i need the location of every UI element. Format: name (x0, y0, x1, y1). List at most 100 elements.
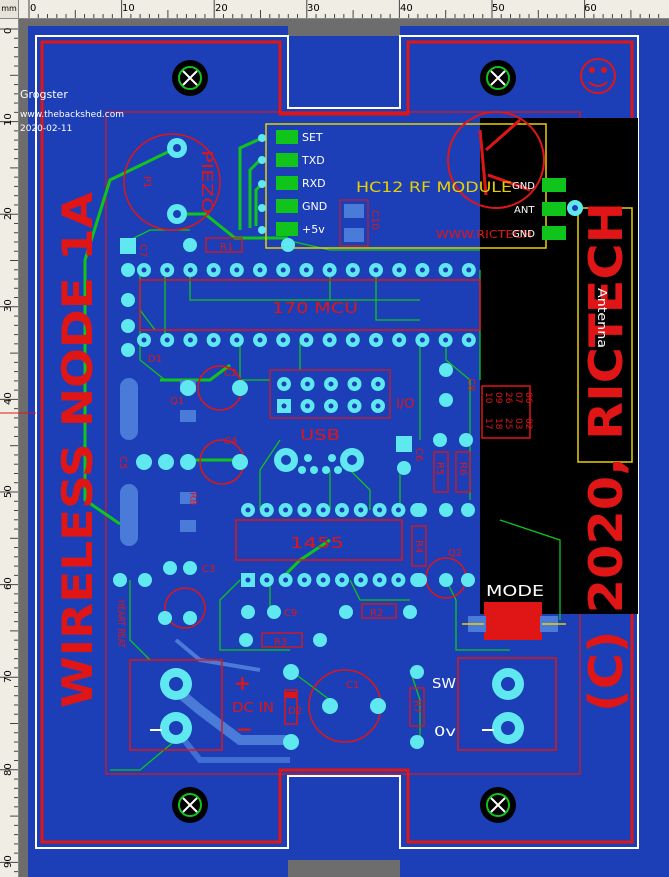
mcu-pad-hole (466, 267, 472, 273)
ic-pad-hole (283, 507, 289, 513)
usb-ic-label: 1455 (290, 534, 344, 552)
rf-site-label: WWW.RICTECH (436, 228, 532, 241)
io-pad-hole (352, 381, 357, 387)
dc-jack-pads[interactable] (150, 668, 192, 744)
io-pin-number: 25 (503, 418, 513, 429)
mcu-pad-hole (350, 337, 356, 343)
ruler-tick-30: 30 (307, 3, 320, 14)
io-label: I/O (396, 397, 414, 412)
ref-r7: R7 (411, 700, 422, 713)
ic-pad-hole (301, 507, 307, 513)
piezo-outline (123, 133, 221, 231)
mcu-pad-hole (187, 267, 193, 273)
ic-pad-hole (245, 507, 251, 513)
usb-ic-outline (235, 519, 403, 561)
io-pin-number: 06 (523, 392, 533, 404)
mcu-pad-hole (350, 267, 356, 273)
ref-q1: Q1 (170, 396, 184, 407)
dc-minus-label: − (236, 717, 253, 741)
io-pad-hole (375, 381, 381, 387)
dc-in-label: DC IN (232, 701, 274, 716)
ref-c9: C9 (284, 608, 297, 619)
mounting-hole-br[interactable] (480, 787, 516, 823)
author-name: Grogster (20, 88, 68, 101)
r7-pad-1 (410, 665, 424, 679)
mcu-pads (137, 263, 476, 347)
copyright-label: (C) 2020, RICTECH (579, 202, 633, 712)
mounting-hole-bl[interactable] (172, 787, 208, 823)
rf-transistor-leads (478, 118, 531, 196)
ruler-tick-50: 50 (492, 3, 505, 14)
antenna-pin-labels: GND ANT GND (512, 181, 535, 240)
heartbeat-label: HEART BEAT (115, 600, 126, 649)
io-pin-number: 09 (493, 392, 503, 404)
mounting-hole-tr[interactable] (480, 60, 516, 96)
io-pin-number: 18 (493, 418, 503, 430)
sw-label: SW (432, 677, 456, 692)
io-pin-table (481, 385, 531, 439)
board-name-label: WIRELESS NODE 1A (53, 191, 102, 708)
io-pin-number: 17 (483, 418, 493, 429)
mcu-pad-hole (396, 267, 402, 273)
io-pin-table-labels: 10 17 09 18 26 25 07 03 06 02 (483, 392, 533, 430)
keepout-outline (40, 40, 634, 844)
io-pin-number: 26 (503, 392, 513, 404)
mcu-pad-hole (141, 267, 147, 273)
mcu-pad-hole (396, 337, 402, 343)
mcu-pad-hole (187, 337, 193, 343)
antenna-pin-label: GND (512, 229, 535, 240)
ref-q2: Q2 (448, 548, 462, 559)
ic-pad-hole (264, 507, 270, 513)
antenna-label: Antenna (595, 288, 609, 348)
mcu-pad-hole (419, 337, 425, 343)
io-pad-hole (328, 403, 334, 409)
mcu-pad-hole (443, 267, 449, 273)
ic-pad-hole (377, 577, 383, 583)
ic-pad-hole (320, 507, 326, 513)
ref-r8: R8 (187, 492, 198, 505)
usb-connector[interactable] (274, 448, 364, 474)
left-ruler[interactable]: 0 10 20 30 40 50 60 70 80 90 (0, 0, 19, 877)
ic-pad-hole (377, 507, 383, 513)
mounting-hole-tl[interactable] (172, 60, 208, 96)
zero-v-label: 0v (434, 725, 456, 740)
ruler-tick-20: 20 (215, 3, 228, 14)
io-pad-hole (352, 403, 357, 409)
smiley-logo (580, 58, 616, 94)
mcu-pad-hole (419, 267, 425, 273)
ref-r2: R2 (370, 608, 383, 619)
sw-connector-pads[interactable] (482, 668, 524, 744)
mode-switch[interactable] (462, 602, 566, 640)
io-pin-number: 07 (513, 392, 523, 403)
mcu-pad-hole (327, 267, 333, 273)
rf-transistor-symbol (447, 111, 545, 209)
ic-pad-hole (395, 577, 401, 583)
ref-d2: D2 (288, 706, 302, 717)
usb-label: USB (300, 426, 340, 444)
mcu-pad-hole (211, 267, 217, 273)
ic-pad-hole (301, 577, 307, 583)
top-ruler[interactable]: 0 10 20 30 40 50 60 (0, 0, 669, 19)
c1-pad-2 (370, 698, 386, 714)
piezo-label: PIEZO (198, 150, 216, 214)
ic-pad-hole (339, 507, 345, 513)
io-pad-hole (328, 381, 334, 387)
mcu-pad-hole (280, 267, 286, 273)
io-pad-hole (375, 403, 381, 409)
right-components (241, 363, 475, 619)
ref-r6: R6 (457, 462, 468, 475)
ref-c2: C2 (224, 368, 237, 379)
io-pad-hole (281, 381, 287, 387)
ic-pad-hole (283, 577, 289, 583)
sw-connector-outline (457, 657, 557, 751)
mcu-label: 170 MCU (272, 299, 358, 317)
rf-module-label: HC12 RF MODULE (356, 180, 512, 196)
r7-outline (409, 687, 425, 727)
ref-c7: C7 (137, 244, 148, 257)
io-header-outline (269, 369, 391, 419)
mcu-pad-hole (303, 267, 309, 273)
ruler-tick-10: 10 (122, 3, 135, 14)
hc12-pin-label: SET (302, 131, 323, 144)
